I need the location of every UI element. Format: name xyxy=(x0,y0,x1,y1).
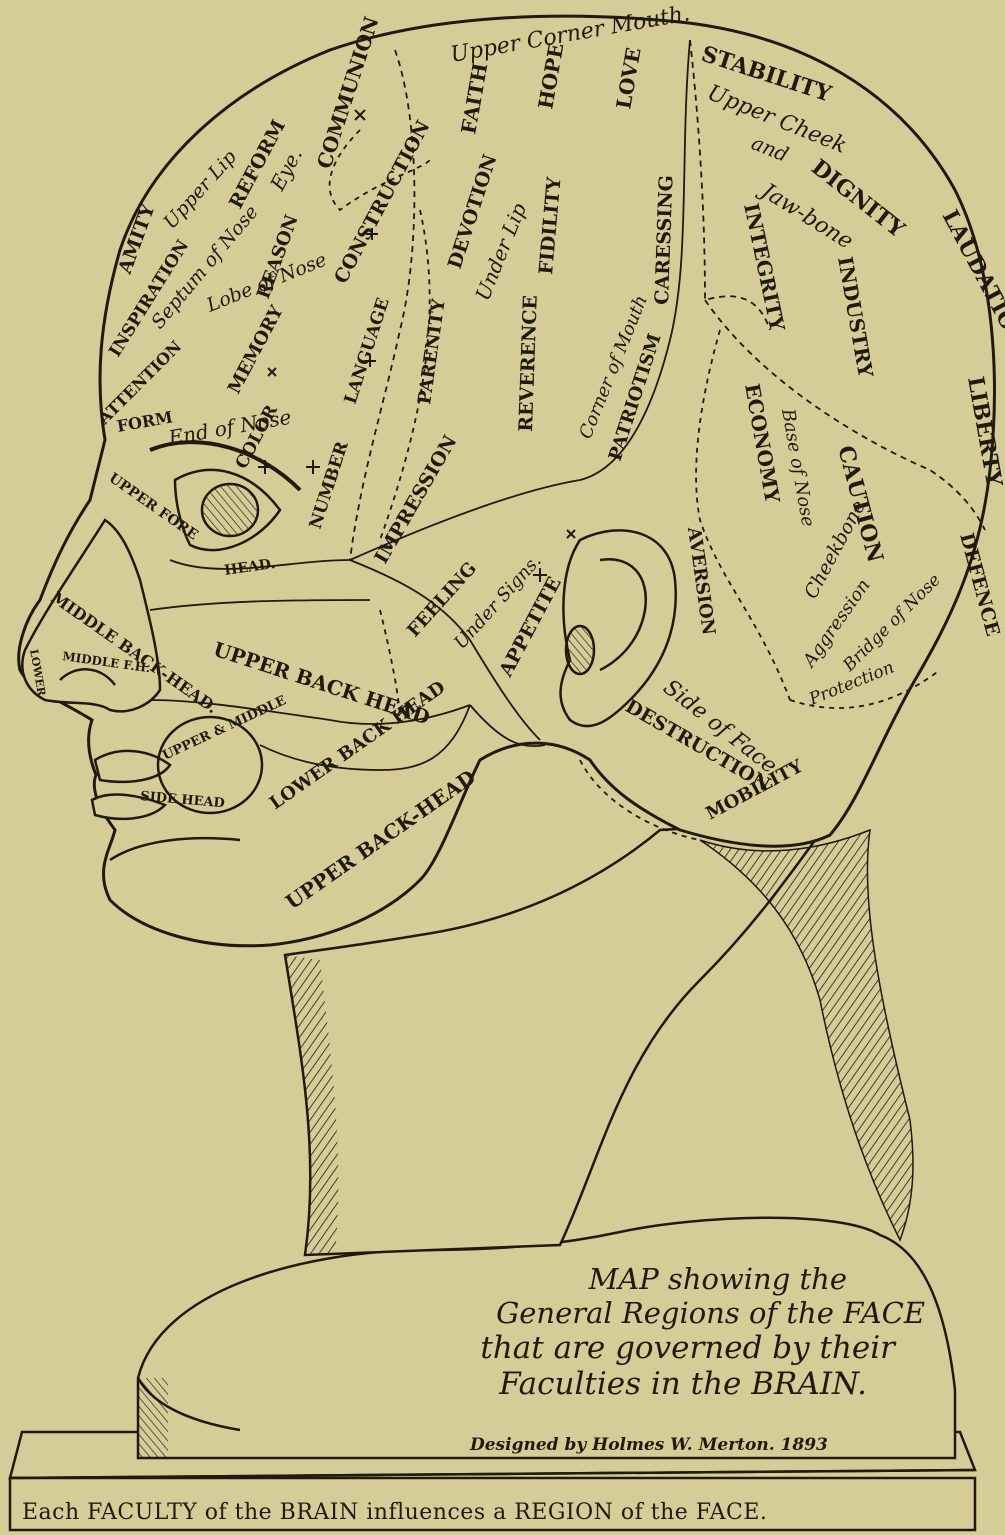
footer-caption: Each FACULTY of the BRAIN influences a R… xyxy=(22,1500,767,1525)
caption-line-2: General Regions of the FACE xyxy=(395,1296,955,1330)
caption-line-4: Faculties in the BRAIN. xyxy=(395,1366,955,1402)
label-caressing: CARESSING xyxy=(651,175,678,305)
designer-credit: Designed by Holmes W. Merton. 1893 xyxy=(470,1435,828,1455)
caption-line-3: that are governed by their xyxy=(395,1330,955,1366)
caption-line-1: MAP showing the xyxy=(395,1262,955,1296)
map-caption: MAP showing the General Regions of the F… xyxy=(395,1262,955,1402)
